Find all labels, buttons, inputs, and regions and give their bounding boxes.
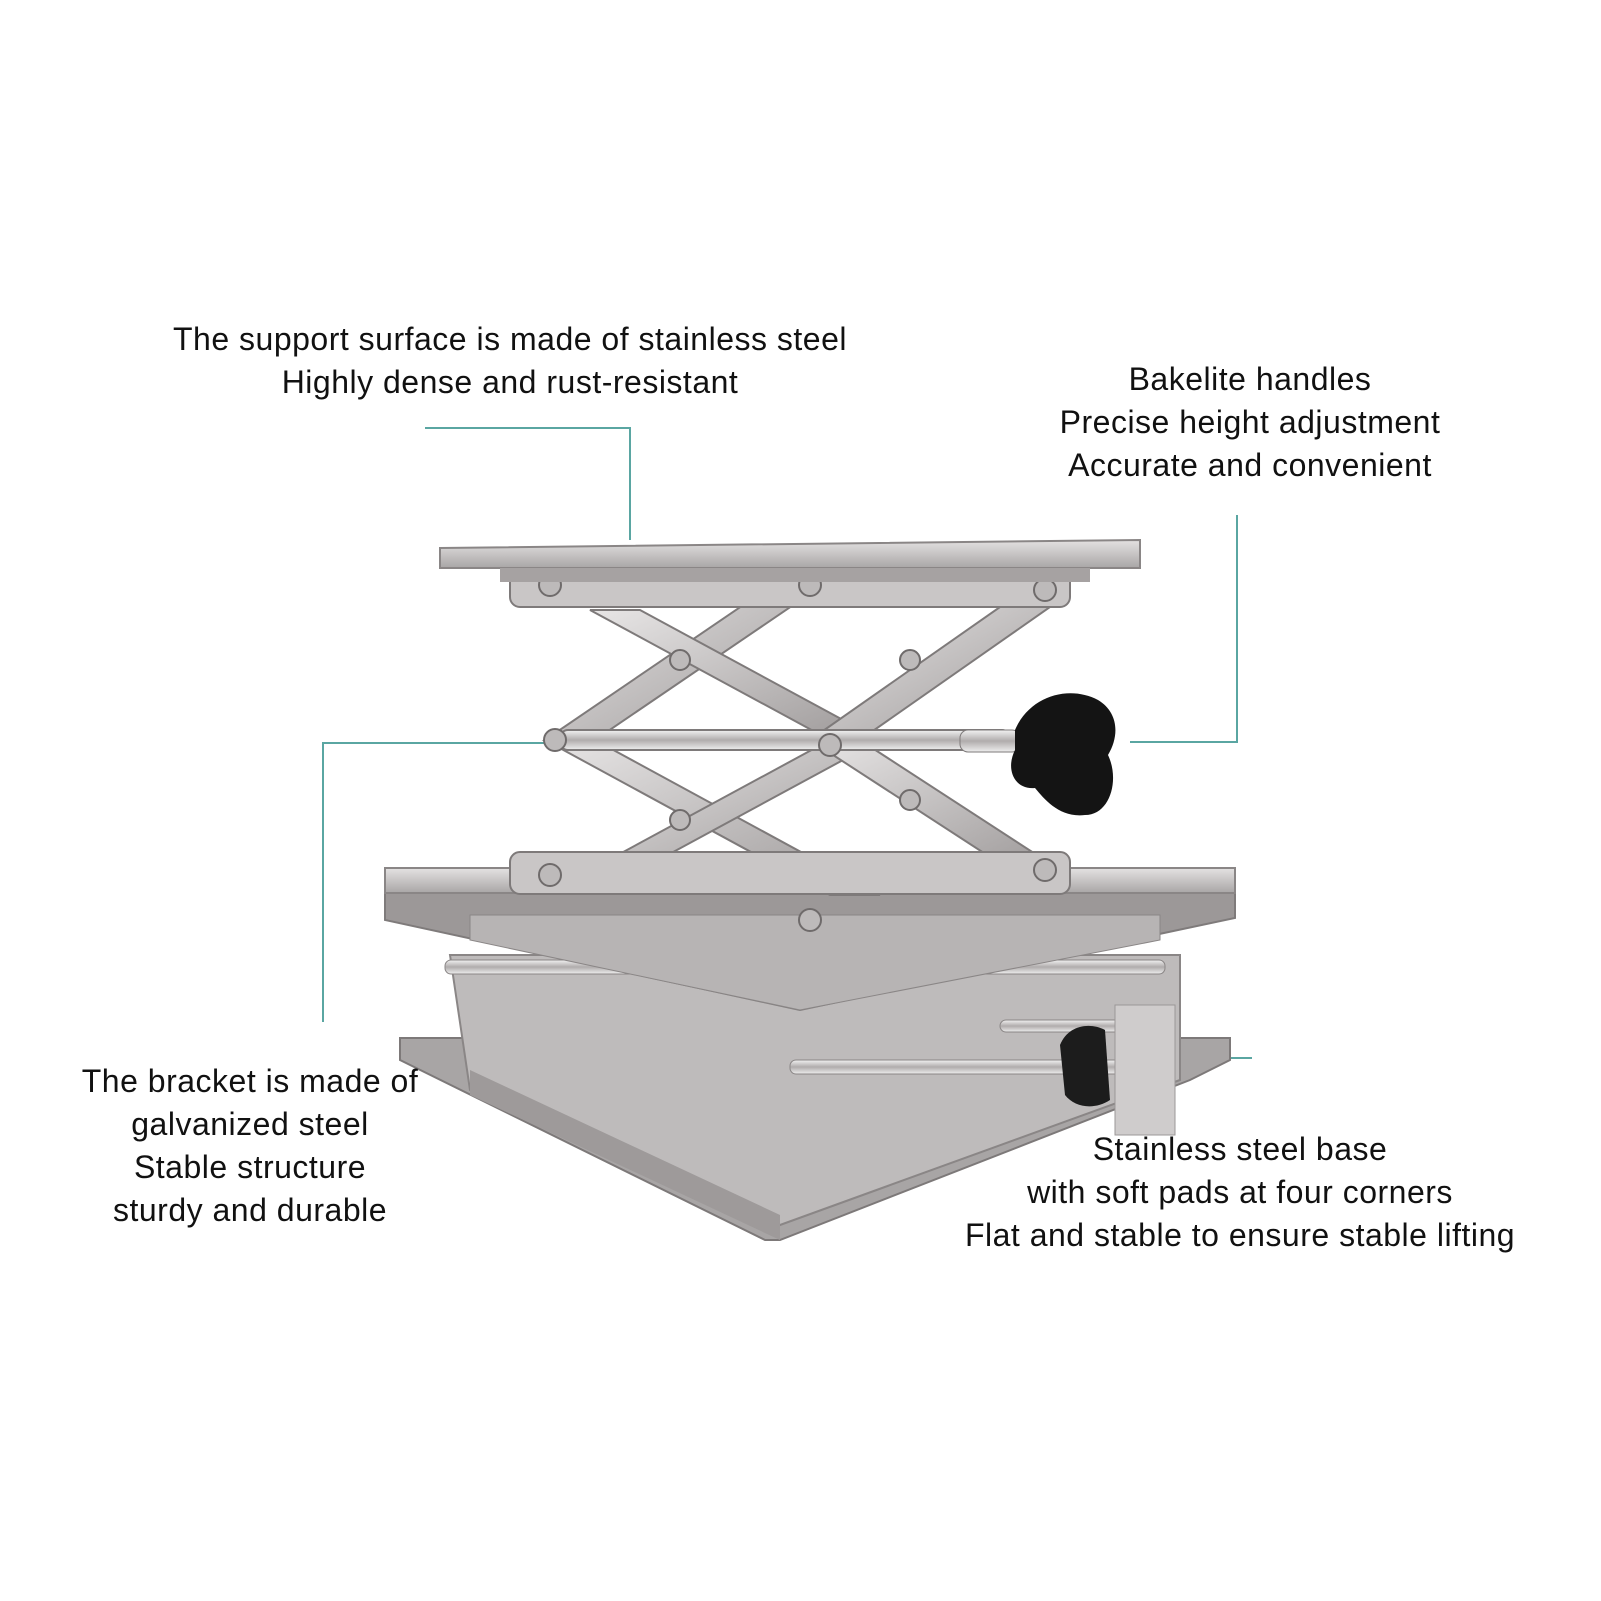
caption-line: sturdy and durable <box>112 1192 388 1228</box>
caption-line: Precise height adjustment <box>1059 404 1441 440</box>
caption-line: with soft pads at four corners <box>1027 1174 1453 1210</box>
caption-support-surface: The support surface is made of stainless… <box>90 318 930 404</box>
support-surface <box>439 538 1141 582</box>
caption-line: Highly dense and rust-resistant <box>281 364 739 400</box>
caption-line: Bakelite handles <box>1128 361 1372 397</box>
caption-line: Accurate and convenient <box>1068 447 1432 483</box>
caption-line: Stainless steel base <box>1092 1131 1388 1167</box>
caption-bracket: The bracket is made of galvanized steel … <box>40 1060 460 1232</box>
knob-upper <box>959 693 1116 816</box>
leader-bracket <box>322 742 548 1022</box>
caption-line: Stable structure <box>133 1149 367 1185</box>
leader-handle <box>1130 515 1238 743</box>
caption-line: The support surface is made of stainless… <box>173 321 847 357</box>
knob-lower <box>1060 1004 1176 1136</box>
caption-line: galvanized steel <box>131 1106 369 1142</box>
caption-base: Stainless steel base with soft pads at f… <box>920 1128 1560 1257</box>
caption-line: Flat and stable to ensure stable lifting <box>964 1217 1516 1253</box>
leader-surface <box>425 427 631 540</box>
caption-line: The bracket is made of <box>81 1063 419 1099</box>
caption-bakelite-handles: Bakelite handles Precise height adjustme… <box>990 358 1510 487</box>
